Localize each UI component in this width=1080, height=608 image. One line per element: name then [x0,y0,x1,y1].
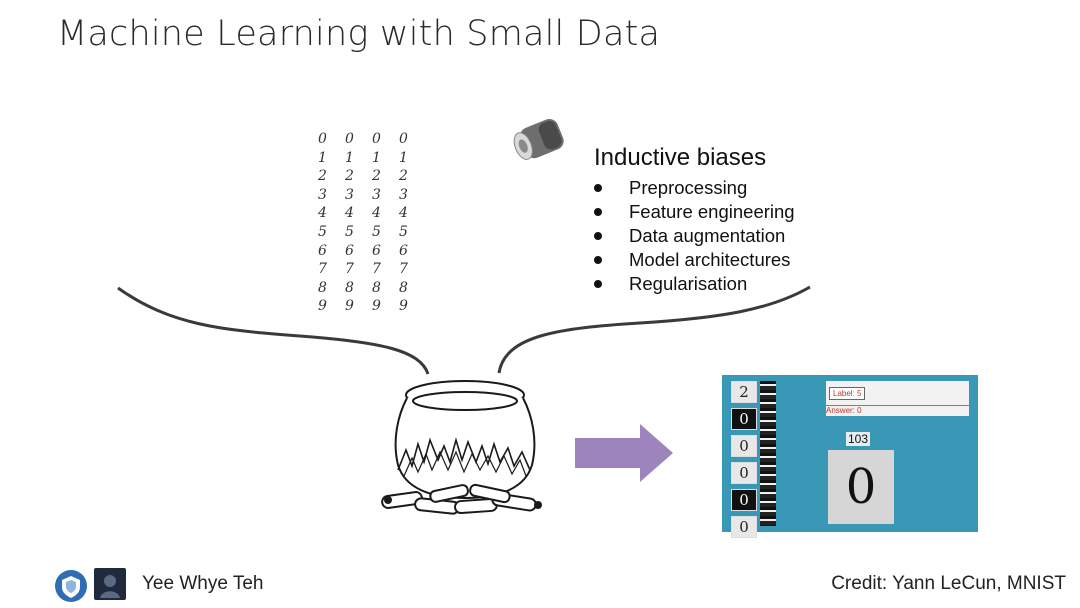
bullet-icon [594,208,602,216]
list-item: Preprocessing [593,176,795,200]
digit-row: 5 5 5 5 [318,223,408,242]
digit-row: 1 1 1 1 [318,149,408,168]
digit-glyph: 0 [372,131,381,147]
right-curve [497,285,811,374]
digit-thumbnail: 0 [731,408,757,430]
digit-glyph: 8 [372,279,381,296]
bullet-icon [594,256,602,264]
digit-glyph: 8 [399,279,408,296]
filter-strip [760,381,776,526]
inductive-biases-list: Preprocessing Feature engineering Data a… [593,176,795,296]
shaker-icon [513,118,564,160]
digit-thumbnail: 0 [731,516,757,538]
digit-glyph: 9 [399,298,408,315]
digit-glyph: 0 [318,131,327,147]
mnist-demo-panel: 2 0 0 0 0 0 Label: 5 Answer: 0 103 0 [722,375,978,538]
label-field: Label: 5 [829,386,866,400]
digit-thumbnail: 0 [731,462,757,484]
cauldron-icon [381,380,542,515]
digit-glyph: 2 [372,168,381,185]
digit-glyph: 0 [345,131,354,147]
list-item: Model architectures [593,248,795,272]
digit-row: 0 0 0 0 [318,130,408,149]
bullet-icon [594,232,602,240]
digit-glyph: 5 [399,223,408,240]
thumbnail-column: 2 0 0 0 0 0 [731,381,757,543]
digit-glyph: 3 [345,186,354,203]
answer-field: Answer: 0 [826,406,969,416]
digit-glyph: 3 [399,186,408,203]
digit-glyph: 4 [318,205,327,222]
digit-glyph: 6 [318,242,327,259]
digit-row: 9 9 9 9 [318,297,408,316]
digit-thumbnail: 0 [731,489,757,511]
digit-glyph: 1 [399,149,408,166]
digit-glyph: 4 [345,205,354,222]
digit-row: 2 2 2 2 [318,167,408,186]
example-number: 103 [846,432,871,446]
slide-title: Machine Learning with Small Data [57,14,661,54]
digit-glyph: 8 [318,279,327,296]
digit-row: 8 8 8 8 [318,279,408,298]
digit-glyph: 6 [399,242,408,259]
digit-glyph: 0 [399,131,408,147]
digit-glyph: 5 [345,223,354,240]
digit-glyph: 7 [318,261,327,278]
digit-glyph: 8 [345,279,354,296]
digit-glyph: 5 [318,223,327,240]
digit-glyph: 6 [345,242,354,259]
digit-glyph: 7 [372,261,381,278]
digit-glyph: 5 [372,223,381,240]
digit-glyph: 6 [372,242,381,259]
arrow-right-icon [575,424,673,482]
digit-glyph: 4 [372,205,381,222]
list-item: Feature engineering [593,200,795,224]
image-credit: Credit: Yann LeCun, MNIST [831,573,1066,594]
digit-glyph: 9 [372,298,381,315]
digit-row: 7 7 7 7 [318,260,408,279]
inductive-biases-title: Inductive biases [594,144,767,171]
digit-glyph: 2 [345,168,354,185]
digit-glyph: 1 [345,149,354,166]
digit-glyph: 7 [399,261,408,278]
example-digit: 0 [828,450,894,524]
left-curve [117,286,430,375]
digit-glyph: 1 [372,149,381,166]
portrait-logo-icon [94,568,126,600]
digit-glyph: 2 [318,168,327,185]
digit-glyph: 9 [318,298,327,315]
shield-logo-icon [55,570,87,602]
list-item: Data augmentation [593,224,795,248]
bullet-icon [594,280,602,288]
digit-glyph: 1 [318,149,327,166]
digit-glyph: 2 [399,168,408,185]
list-item: Regularisation [593,272,795,296]
bullet-icon [594,184,602,192]
digit-glyph: 3 [318,186,327,203]
presenter-name: Yee Whye Teh [142,573,264,594]
digit-row: 6 6 6 6 [318,242,408,261]
digit-glyph: 4 [399,205,408,222]
digit-thumbnail: 0 [731,435,757,457]
digit-row: 3 3 3 3 [318,186,408,205]
demo-toolbar: Label: 5 [826,381,969,405]
digit-row: 4 4 4 4 [318,204,408,223]
digit-thumbnail: 2 [731,381,757,403]
digit-glyph: 9 [345,298,354,315]
digit-glyph: 7 [345,261,354,278]
digit-glyph: 3 [372,186,381,203]
